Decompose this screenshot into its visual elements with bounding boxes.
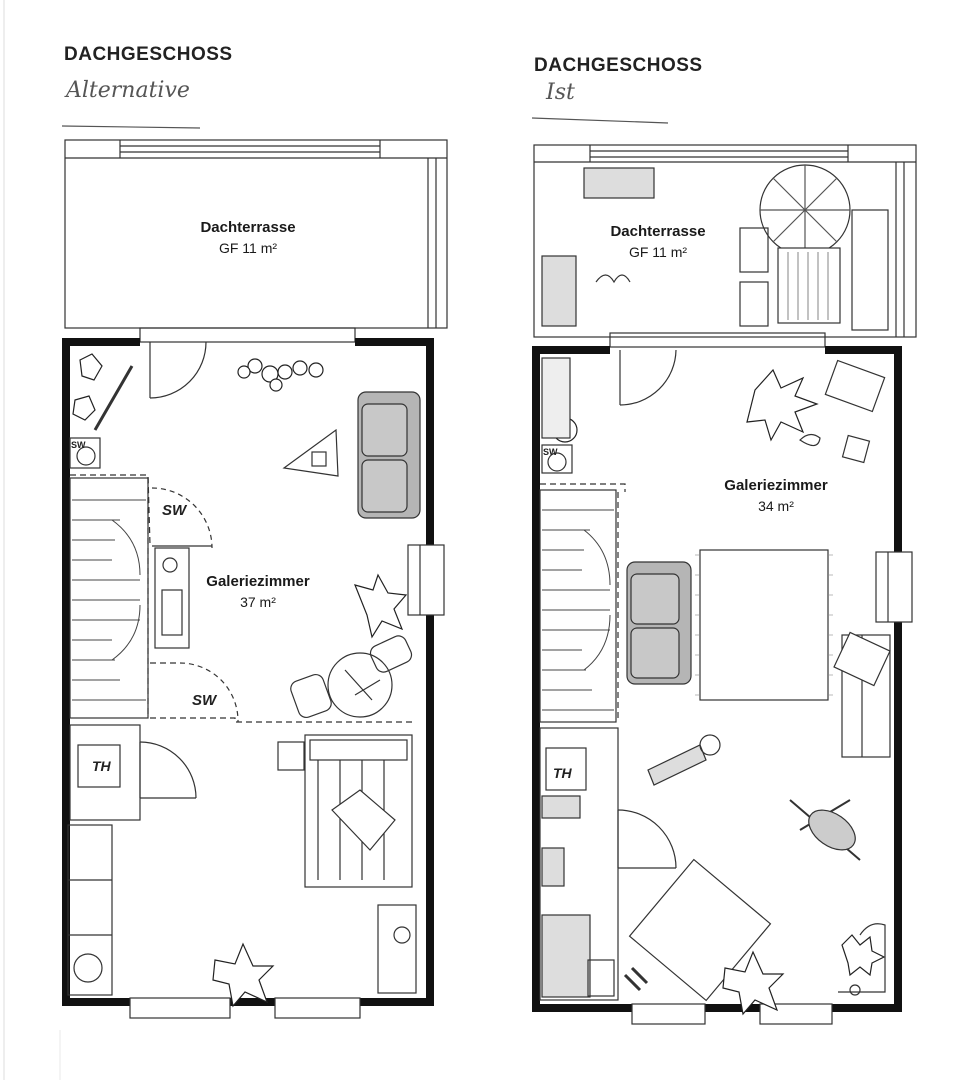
- gallery-area: 37 m²: [240, 594, 276, 610]
- plan-left: [61, 125, 448, 1019]
- plan-left-gallery-label: Galeriezimmer 37 m²: [188, 572, 328, 612]
- plan-right-heading: DACHGESCHOSS: [534, 55, 703, 76]
- plan-right: [531, 117, 917, 1025]
- plan-right-terrace-label: Dachterrasse GF 11 m²: [578, 222, 738, 262]
- gallery-name: Galeriezimmer: [206, 573, 310, 590]
- plan-right-th-label: TH: [553, 765, 572, 781]
- plan-left-heading: DACHGESCHOSS: [64, 44, 233, 65]
- plan-left-sw-door-label-2: SW: [192, 692, 217, 709]
- plan-left-variant-label: Alternative: [66, 78, 190, 103]
- plan-right-variant-label: Ist: [546, 80, 575, 105]
- plan-left-sw-door-label: SW: [162, 502, 187, 519]
- wall-right: [532, 346, 902, 1012]
- plan-left-terrace-label: Dachterrasse GF 11 m²: [168, 218, 328, 258]
- plan-right-sw-small-label: SW: [543, 447, 558, 457]
- terrace-name: Dachterrasse: [610, 223, 706, 240]
- terrace-area: GF 11 m²: [628, 244, 688, 260]
- terrace-name: Dachterrasse: [200, 219, 296, 236]
- gallery-area: 34 m²: [758, 498, 794, 514]
- plan-right-gallery-label: Galeriezimmer 34 m²: [706, 476, 846, 516]
- plan-left-th-label: TH: [92, 758, 111, 774]
- plan-left-sw-small-label: SW: [71, 440, 86, 450]
- terrace-right: [533, 144, 917, 338]
- gallery-name: Galeriezimmer: [724, 477, 828, 494]
- terrace-area: GF 11 m²: [218, 240, 278, 256]
